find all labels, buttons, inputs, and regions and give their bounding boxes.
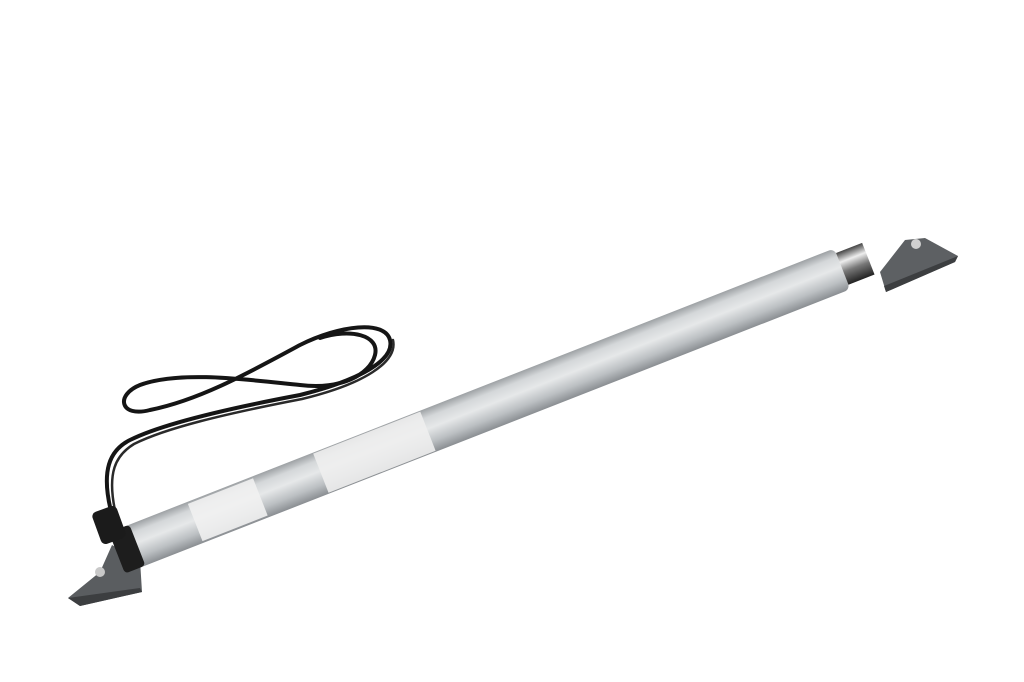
power-cable bbox=[104, 325, 395, 517]
bolt-icon bbox=[95, 567, 105, 577]
actuator-body bbox=[110, 242, 875, 573]
cable-connector bbox=[92, 505, 126, 545]
instruction-label bbox=[313, 411, 436, 493]
right-mounting-bracket bbox=[880, 238, 958, 292]
aluminium-tube bbox=[123, 250, 849, 567]
warning-label bbox=[187, 478, 268, 542]
bolt-icon bbox=[911, 239, 921, 249]
piston-rod-end bbox=[836, 242, 875, 285]
